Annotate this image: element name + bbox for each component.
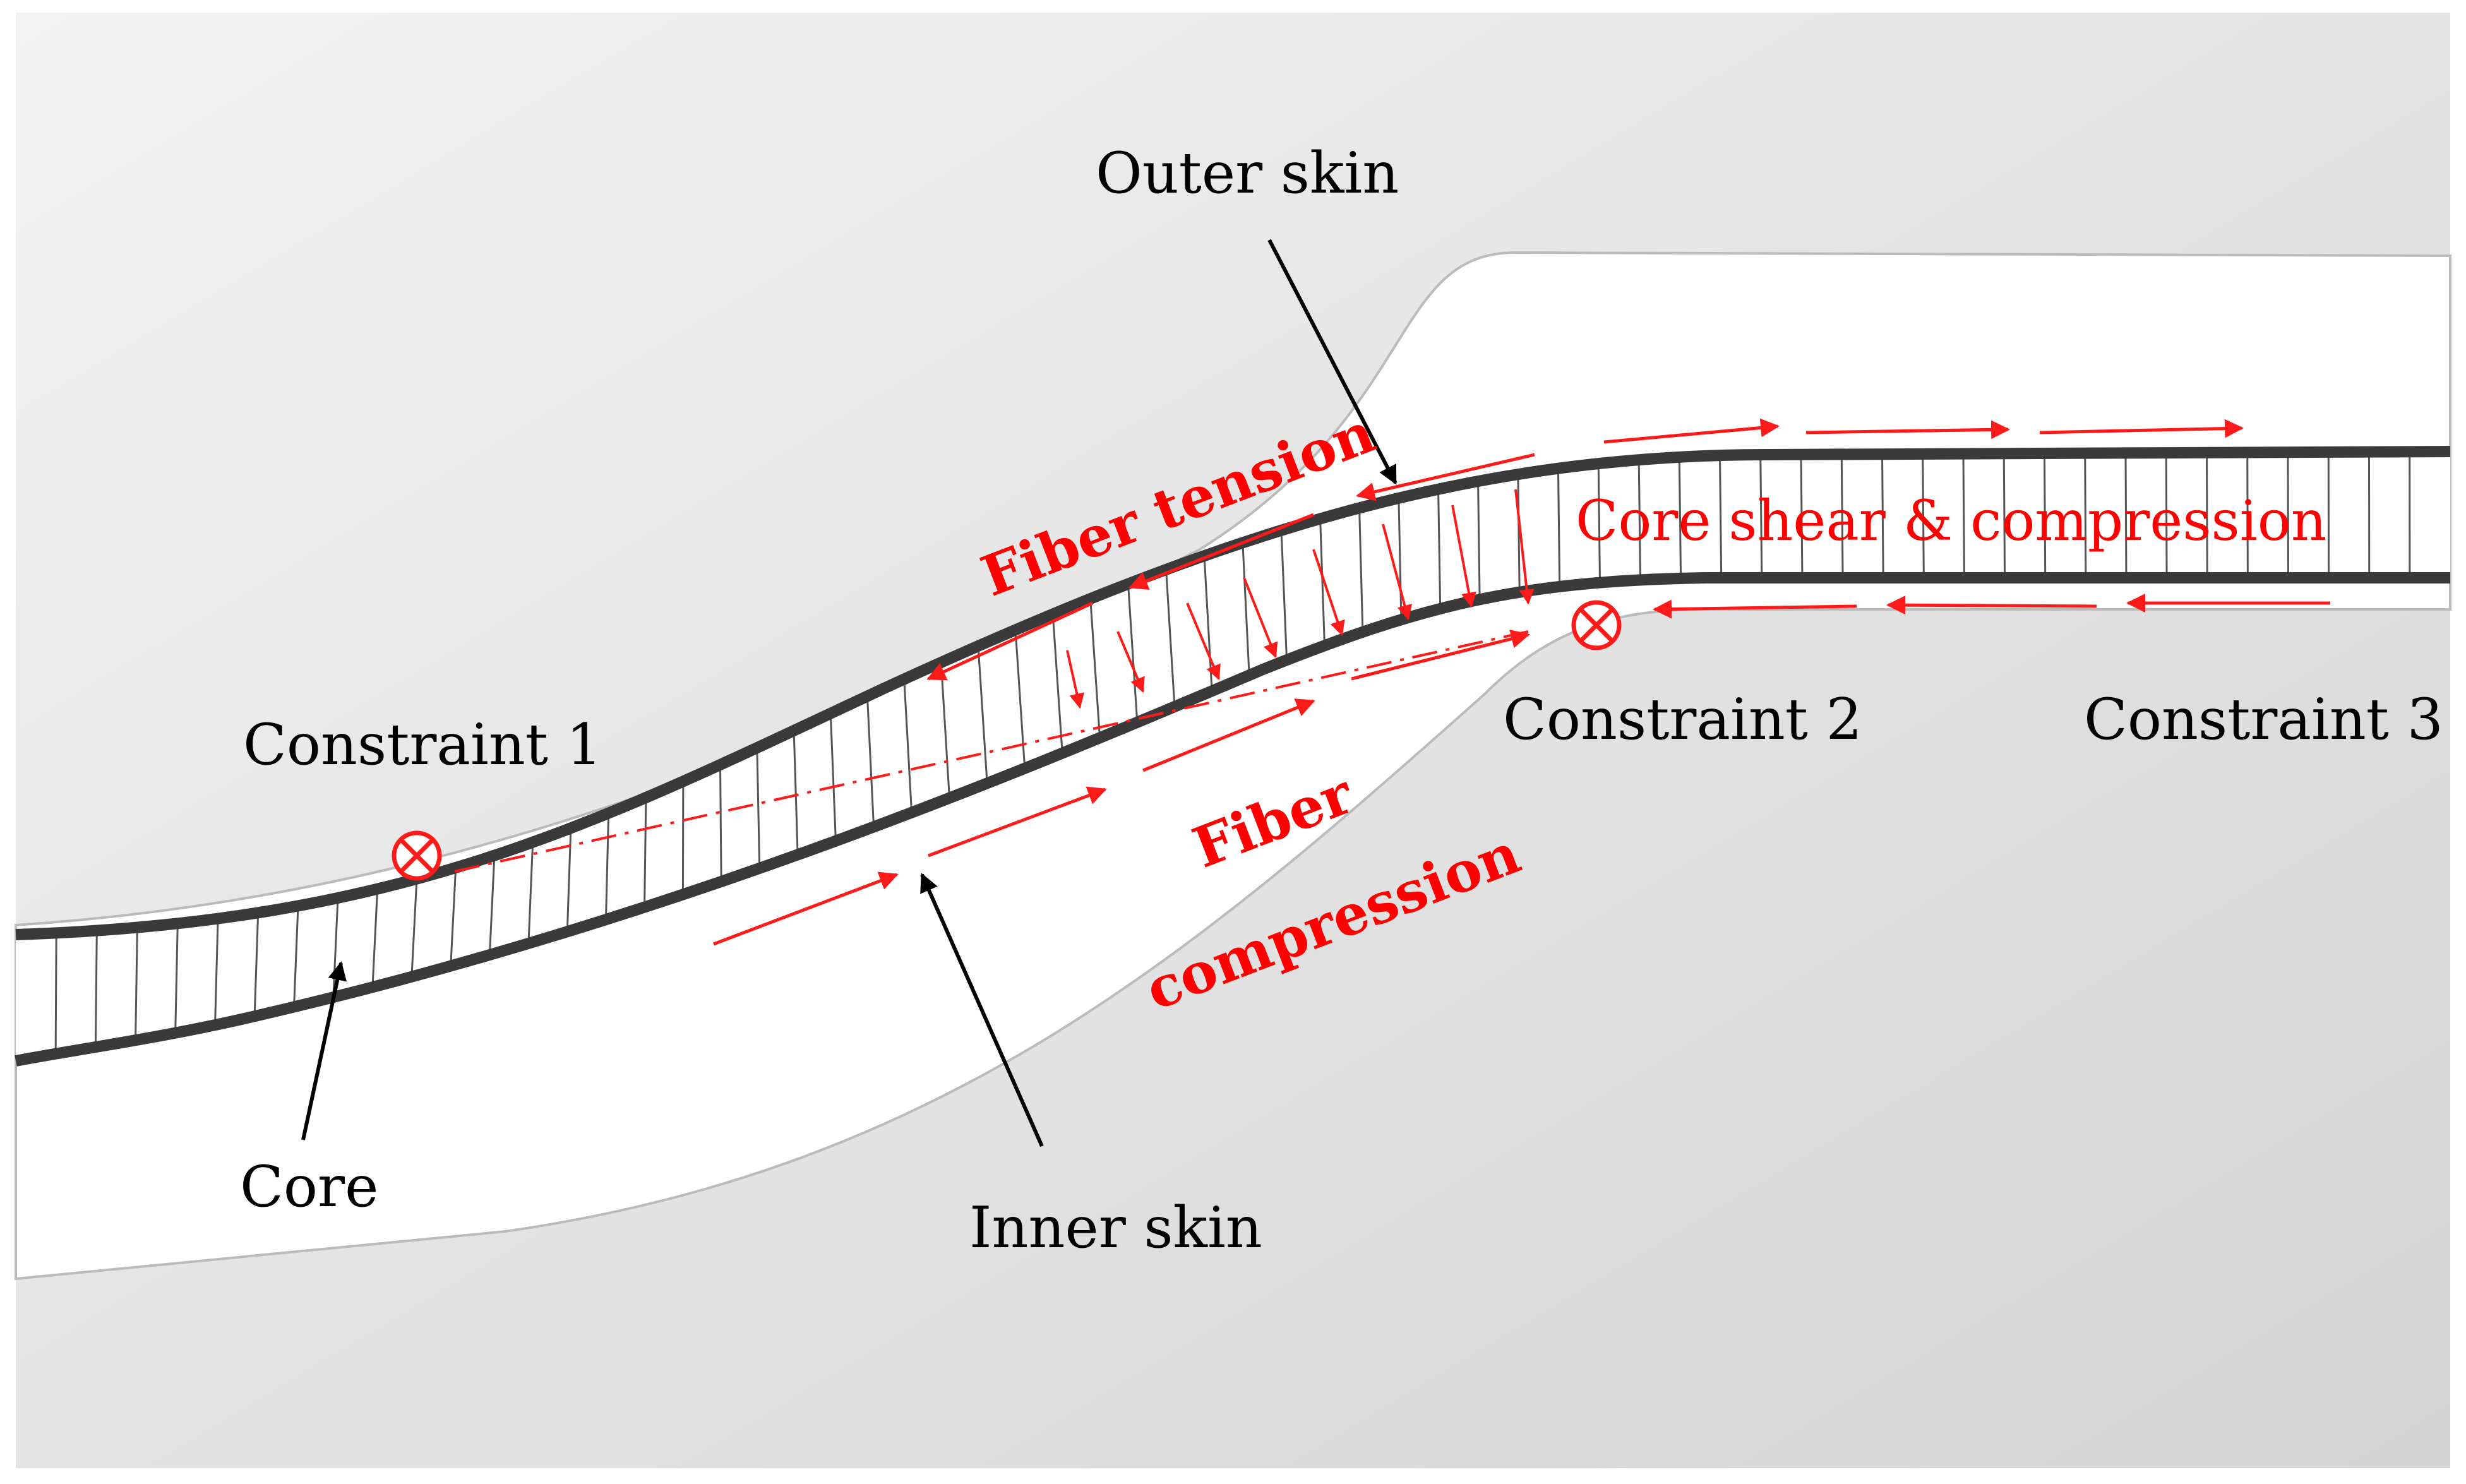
constraint-3-label: Constraint 3 — [2084, 686, 2443, 753]
core-arrow — [1451, 505, 1476, 608]
outer-skin-label: Outer skin — [1096, 140, 1399, 206]
core-cell-wall — [1477, 481, 1481, 600]
core-cell-wall — [174, 923, 179, 1033]
tension-arrow — [926, 601, 1094, 681]
core-cell-wall — [1358, 508, 1364, 632]
core-arrow — [1186, 602, 1221, 681]
core-cell-wall — [1089, 599, 1101, 738]
compression-arrow — [713, 871, 899, 946]
core-cell-wall — [756, 748, 761, 869]
core-cell-wall — [253, 913, 260, 1017]
tension-arrow — [1356, 453, 1535, 501]
circled-times-icon — [392, 830, 442, 881]
core-cell-wall — [1242, 542, 1250, 676]
core-cell-wall — [2205, 452, 2208, 578]
shear-arrow-top — [1805, 420, 2010, 440]
core-cell-wall — [1800, 454, 1804, 578]
core-arrow — [1066, 650, 1085, 709]
core-arrow — [1116, 631, 1145, 693]
core-cell-wall — [1881, 454, 1884, 578]
outer-skin — [15, 446, 2451, 940]
core-label: Core — [240, 1154, 378, 1220]
core-cell-wall — [1840, 454, 1844, 578]
core-cell-wall — [2084, 453, 2087, 578]
core-cell-wall — [450, 867, 457, 966]
inner-right-arrows — [1653, 594, 2330, 619]
pointer-arrows — [301, 239, 1398, 1147]
outer-right-arrows — [1603, 418, 2244, 444]
core-cell-wall — [643, 797, 647, 907]
compression-arrow — [928, 786, 1107, 858]
core-cell-wall — [604, 813, 610, 920]
fiber-tension-arrows — [926, 453, 1535, 681]
core-cell-wall — [1557, 468, 1561, 587]
core-cell-wall — [1922, 453, 1925, 578]
core-cell-wall — [1718, 455, 1723, 578]
core-cell-wall — [371, 889, 379, 988]
core-cell-wall — [1319, 518, 1326, 646]
core-cell-wall — [1437, 489, 1442, 609]
core-arrow — [1243, 577, 1278, 659]
core-cell-wall — [1759, 455, 1763, 578]
core-cells — [54, 452, 2411, 1054]
core-pointer — [301, 961, 347, 1140]
core-cell-wall — [866, 696, 875, 827]
core-cell-wall — [527, 842, 534, 944]
core-cell-wall — [1962, 453, 1965, 578]
core-cell-wall — [488, 855, 496, 955]
core-cell-wall — [1127, 583, 1139, 723]
neutral-axis-line — [454, 630, 1529, 873]
core-cell-wall — [410, 878, 418, 977]
core-cell-wall — [1165, 569, 1176, 707]
shear-arrow-bottom — [1886, 595, 2097, 615]
core-arrow — [1312, 549, 1345, 637]
inner-skin-pointer — [920, 873, 1044, 1147]
outer-skin-pointer — [1267, 239, 1398, 485]
core-cell-wall — [903, 679, 913, 813]
core-compression-arrows — [1066, 489, 1535, 709]
constraint-2-label: Constraint 2 — [1503, 686, 1862, 753]
tension-arrow — [1128, 513, 1314, 590]
circled-times-icon — [1571, 600, 1622, 650]
shear-arrow-top — [2039, 419, 2244, 438]
core-shear-label: Core shear & compression — [1576, 488, 2326, 553]
core-cell-wall — [793, 730, 799, 855]
core-cell-wall — [1280, 530, 1288, 661]
shear-arrow-top — [1603, 418, 1780, 444]
core-arrow — [1514, 489, 1535, 605]
fiber-compression-arrows — [713, 629, 1530, 946]
constraint-1-label: Constraint 1 — [243, 712, 602, 778]
core-cell-wall — [94, 930, 98, 1048]
core-cell-wall — [293, 906, 299, 1007]
core-cell-wall — [1678, 457, 1682, 578]
core-cell-wall — [1051, 614, 1063, 753]
inner-skin-label: Inner skin — [969, 1195, 1262, 1261]
core-cell-wall — [829, 713, 837, 841]
shear-arrow-bottom — [1653, 599, 1857, 619]
core-cell-wall — [2165, 453, 2168, 578]
core-cell-wall — [1398, 498, 1403, 620]
core-cell-wall — [2043, 453, 2047, 578]
core-cell-wall — [135, 927, 138, 1041]
core-cell-wall — [1597, 464, 1601, 583]
compression-arrow — [1142, 698, 1315, 772]
core-cell-wall — [940, 662, 950, 798]
core-cell-wall — [1517, 474, 1521, 592]
compression-arrow — [1351, 629, 1530, 681]
core-cell-wall — [1637, 460, 1642, 580]
core-cell-wall — [977, 645, 988, 784]
core-arrow — [1382, 524, 1413, 621]
core-cell-wall — [214, 918, 219, 1026]
core-cell-wall — [719, 764, 722, 882]
